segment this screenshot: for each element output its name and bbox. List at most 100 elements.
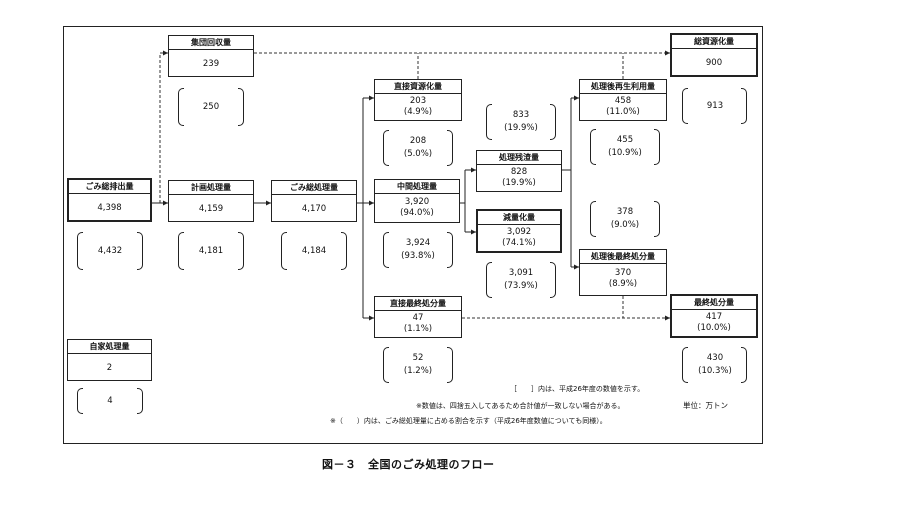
prev-reduction: 3,091 xyxy=(508,268,534,278)
prev-final-land-pct: (10.3%) xyxy=(698,366,732,376)
box-keikaku: 計画処理量 4,159 xyxy=(168,180,254,222)
bracket-left xyxy=(281,232,287,270)
box-gomi-shori-value: 4,170 xyxy=(301,204,327,214)
box-reduction-value: 3,092 xyxy=(506,227,532,237)
bracket-right xyxy=(550,262,556,298)
box-chukan-value: 3,920 xyxy=(404,197,430,207)
bracket-right xyxy=(238,232,244,270)
note-prev-year: ［ ］内は、平成26年度の数値を示す。 xyxy=(510,385,645,393)
bracket-right xyxy=(741,88,747,124)
box-final-land: 最終処分量 417 (10.0%) xyxy=(670,294,758,338)
prev-direct-land: 52 xyxy=(412,353,424,363)
note-rounding: ※数値は、四捨五入してあるため合計値が一致しない場合がある。 xyxy=(416,402,625,410)
box-direct-res-value: 203 xyxy=(409,96,427,106)
bracket-left xyxy=(590,129,596,165)
prev-gomi-total: 4,432 xyxy=(97,246,123,256)
box-direct-land-pct: (1.1%) xyxy=(403,324,433,334)
bracket-left xyxy=(178,88,184,126)
prev-final-land: 430 xyxy=(706,353,724,363)
prev-shudan: 250 xyxy=(202,102,220,112)
box-gomi-total: ごみ総排出量 4,398 xyxy=(67,178,152,222)
bracket-left xyxy=(486,262,492,298)
note-percentage: ※（ ）内は、ごみ総処理量に占める割合を示す（平成26年度数値についても同様）。 xyxy=(330,417,607,425)
box-shudan-label: 集団回収量 xyxy=(169,36,253,50)
box-reduction-pct: (74.1%) xyxy=(502,238,536,248)
bracket-left xyxy=(682,88,688,124)
box-direct-land-value: 47 xyxy=(412,313,424,323)
bracket-right xyxy=(741,347,747,383)
prev-residue-pct: (19.9%) xyxy=(504,123,538,133)
box-keikaku-label: 計画処理量 xyxy=(169,181,253,195)
prev-post-land: 378 xyxy=(616,207,634,217)
bracket-left xyxy=(383,347,389,383)
box-post-recycle: 処理後再生利用量 458 (11.0%) xyxy=(579,79,667,121)
box-final-land-label: 最終処分量 xyxy=(672,296,756,310)
box-post-recycle-pct: (11.0%) xyxy=(606,107,640,117)
box-post-land-pct: (8.9%) xyxy=(608,279,638,289)
bracket-left xyxy=(590,201,596,237)
bracket-right xyxy=(447,347,453,383)
bracket-left xyxy=(77,232,83,270)
bracket-right xyxy=(550,104,556,140)
box-total-res-label: 総資源化量 xyxy=(672,35,756,49)
box-gomi-shori-label: ごみ総処理量 xyxy=(272,181,356,195)
prev-residue: 833 xyxy=(512,110,530,120)
box-residue-pct: (19.9%) xyxy=(502,178,536,188)
bracket-right xyxy=(447,232,453,268)
bracket-left xyxy=(178,232,184,270)
prev-post-recycle-pct: (10.9%) xyxy=(608,148,642,158)
box-direct-land: 直接最終処分量 47 (1.1%) xyxy=(374,296,462,338)
box-direct-res: 直接資源化量 203 (4.9%) xyxy=(374,79,462,121)
box-chukan-pct: (94.0%) xyxy=(400,208,434,218)
box-jika-label: 自家処理量 xyxy=(68,340,151,354)
bracket-left xyxy=(383,130,389,166)
bracket-right xyxy=(137,232,143,270)
prev-direct-res-pct: (5.0%) xyxy=(403,149,433,159)
box-gomi-total-label: ごみ総排出量 xyxy=(69,180,150,194)
unit-label: 単位：万トン xyxy=(683,401,728,410)
prev-jika: 4 xyxy=(107,396,113,406)
bracket-left xyxy=(77,388,83,414)
bracket-right xyxy=(137,388,143,414)
box-chukan: 中間処理量 3,920 (94.0%) xyxy=(374,179,460,223)
box-shudan: 集団回収量 239 xyxy=(168,35,254,77)
box-chukan-label: 中間処理量 xyxy=(375,180,459,194)
box-post-land-value: 370 xyxy=(614,268,632,278)
prev-direct-res: 208 xyxy=(409,136,427,146)
box-direct-res-pct: (4.9%) xyxy=(403,107,433,117)
box-residue-value: 828 xyxy=(510,167,528,177)
bracket-left xyxy=(383,232,389,268)
bracket-right xyxy=(447,130,453,166)
prev-keikaku: 4,181 xyxy=(198,246,224,256)
prev-post-recycle: 455 xyxy=(616,135,634,145)
bracket-left xyxy=(486,104,492,140)
box-total-res: 総資源化量 900 xyxy=(670,33,758,77)
box-total-res-value: 900 xyxy=(705,58,723,68)
box-shudan-value: 239 xyxy=(202,59,220,69)
box-reduction-label: 減量化量 xyxy=(478,211,560,225)
prev-gomi-shori: 4,184 xyxy=(301,246,327,256)
box-post-land-label: 処理後最終処分量 xyxy=(580,250,666,264)
box-jika: 自家処理量 2 xyxy=(67,339,152,381)
bracket-right xyxy=(341,232,347,270)
bracket-left xyxy=(682,347,688,383)
box-gomi-total-value: 4,398 xyxy=(97,203,122,213)
prev-total-res: 913 xyxy=(706,101,724,111)
prev-direct-land-pct: (1.2%) xyxy=(403,366,433,376)
prev-reduction-pct: (73.9%) xyxy=(504,281,538,291)
box-post-recycle-value: 458 xyxy=(614,96,632,106)
diagram-frame xyxy=(63,26,763,444)
bracket-right xyxy=(238,88,244,126)
prev-post-land-pct: (9.0%) xyxy=(610,220,640,230)
figure-caption: 図－３ 全国のごみ処理のフロー xyxy=(322,458,495,471)
bracket-right xyxy=(654,129,660,165)
box-jika-value: 2 xyxy=(106,363,113,373)
box-residue: 処理残渣量 828 (19.9%) xyxy=(476,150,562,192)
prev-chukan-pct: (93.8%) xyxy=(401,251,435,261)
box-post-recycle-label: 処理後再生利用量 xyxy=(580,80,666,94)
box-post-land: 処理後最終処分量 370 (8.9%) xyxy=(579,249,667,296)
box-direct-res-label: 直接資源化量 xyxy=(375,80,461,94)
box-direct-land-label: 直接最終処分量 xyxy=(375,297,461,311)
prev-chukan: 3,924 xyxy=(405,238,431,248)
